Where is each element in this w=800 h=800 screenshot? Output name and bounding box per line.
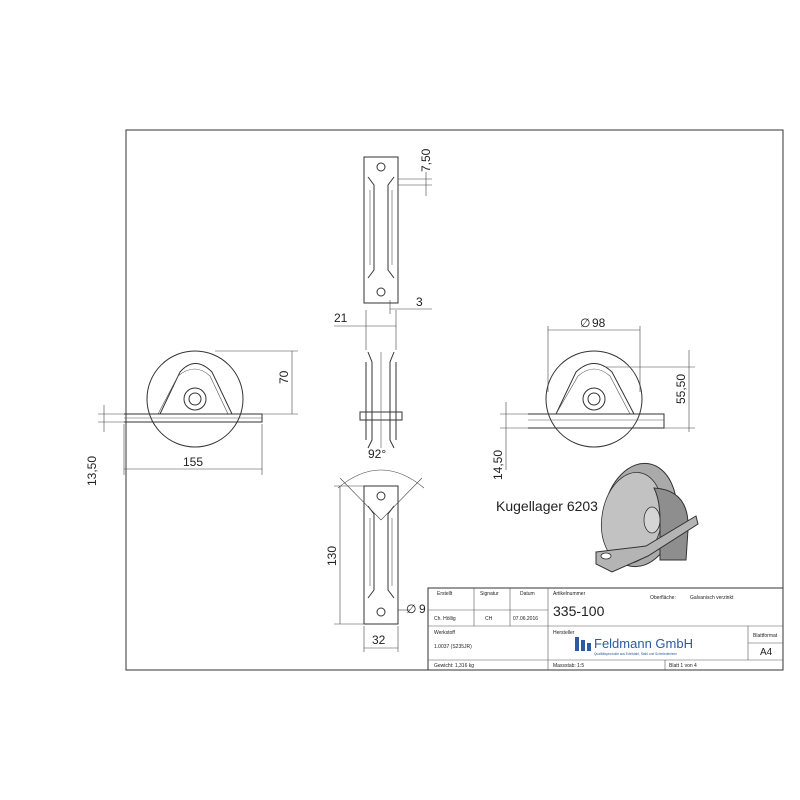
callout-ball-bearing: Kugellager 6203 bbox=[496, 498, 598, 514]
top-view-center: 7,50 bbox=[363, 148, 433, 304]
date-value: 07.06.2016 bbox=[513, 616, 538, 622]
side-view-right: ∅ 98 55,50 14,50 bbox=[491, 316, 695, 480]
title-block: Erstellt Signatur Datum Ch. Höllig CH 07… bbox=[427, 587, 784, 671]
label-surface: Oberfläche: bbox=[650, 595, 676, 601]
material-value: 1.0037 (S235JR) bbox=[434, 644, 472, 650]
bottom-view-center: 92° 130 ∅ 9 32 bbox=[325, 447, 426, 652]
dim-55-50: 55,50 bbox=[674, 374, 688, 404]
label-article-number: Artikelnummer bbox=[553, 591, 586, 597]
isometric-view bbox=[595, 462, 699, 573]
label-signature: Signatur bbox=[480, 591, 499, 597]
article-number: 335-100 bbox=[553, 603, 605, 619]
dim-hole-9: 9 bbox=[419, 602, 426, 616]
scale-value: Massstab: 1:5 bbox=[553, 663, 584, 669]
company-tagline: Qualitätsprodukte aus Edelstahl, Stahl u… bbox=[594, 652, 677, 656]
dim-7-50: 7,50 bbox=[419, 148, 433, 172]
label-manufacturer: Hersteller bbox=[553, 630, 575, 636]
dim-98: 98 bbox=[592, 316, 606, 330]
dim-hole-symbol: ∅ bbox=[406, 602, 416, 616]
sheet-format: A4 bbox=[760, 647, 773, 658]
surface-value: Galvanisch verzinkt bbox=[690, 595, 734, 601]
dim-13-50: 13,50 bbox=[85, 456, 99, 486]
dim-14-50: 14,50 bbox=[491, 450, 505, 480]
dim-155: 155 bbox=[183, 455, 203, 469]
weight-value: Gewicht: 1,316 kg bbox=[434, 663, 474, 669]
dim-diameter-symbol: ∅ bbox=[580, 316, 590, 330]
label-date: Datum bbox=[520, 591, 535, 597]
company-name: Feldmann GmbH bbox=[594, 636, 693, 651]
company-logo-icon bbox=[575, 637, 591, 651]
dim-angle-92: 92° bbox=[368, 447, 386, 461]
dim-21: 21 bbox=[334, 311, 348, 325]
sheet-number: Blatt 1 von 4 bbox=[669, 663, 697, 669]
dim-70: 70 bbox=[277, 370, 291, 384]
created-by: Ch. Höllig bbox=[434, 616, 456, 622]
label-created: Erstellt bbox=[437, 591, 453, 597]
label-sheet-format: Blattformat bbox=[753, 633, 778, 639]
front-view-center: 21 3 bbox=[334, 295, 432, 449]
signature-value: CH bbox=[485, 616, 493, 622]
dim-3: 3 bbox=[416, 295, 423, 309]
dim-32: 32 bbox=[372, 633, 386, 647]
side-view-left: 70 155 13,50 bbox=[85, 350, 298, 486]
dim-130: 130 bbox=[325, 546, 339, 566]
label-material: Werkstoff bbox=[434, 630, 456, 636]
